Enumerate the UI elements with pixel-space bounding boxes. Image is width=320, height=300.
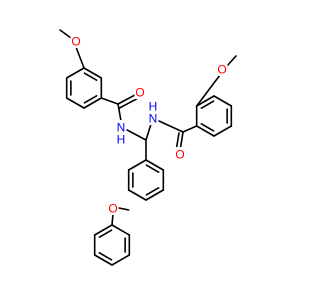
bond-left-c-o-inner xyxy=(118,98,138,109)
ring-left-bond-5 xyxy=(65,67,85,79)
bond-right-c-o xyxy=(179,131,184,149)
n-left-label: N xyxy=(117,120,126,134)
o-methoxy-left-label-bg xyxy=(70,34,82,48)
h-right-label-bg xyxy=(147,99,159,113)
o-carbonyl-left-label-bg xyxy=(134,85,146,99)
bond-right-carbonyl-ring xyxy=(182,125,198,133)
bond-right-ring-o xyxy=(195,74,221,107)
ring-right-bond-5-inner xyxy=(200,100,215,109)
ring-right-bond-0 xyxy=(213,95,233,107)
bond-ch-nright xyxy=(145,123,152,141)
bond-layer xyxy=(59,29,237,266)
bond-middle-ring-o xyxy=(118,207,130,211)
ring-left-bond-3 xyxy=(65,97,85,109)
bond-left-c-o xyxy=(117,94,136,105)
ring-middle-bond-0-inner xyxy=(145,164,160,173)
o-methoxy-right-label-bg xyxy=(216,62,228,76)
bond-left-o-methyl xyxy=(59,29,72,39)
ring-bottom-bond-3 xyxy=(93,254,113,266)
o-ether-label: O xyxy=(108,201,117,215)
h-left-label-bg xyxy=(115,132,127,146)
n-right-label-bg xyxy=(147,111,159,125)
bond-nleft-ch xyxy=(126,129,147,141)
bond-o-ring-bottom xyxy=(111,213,114,226)
ring-bottom-bond-5-inner xyxy=(98,229,113,238)
ring-middle-bond-0 xyxy=(145,159,165,171)
ring-right-bond-3-inner xyxy=(200,123,215,132)
bond-left-ring-carbonyl xyxy=(100,97,119,105)
h-left-label: H xyxy=(117,132,126,146)
ring-bottom-bond-2 xyxy=(111,254,131,266)
n-right-label: N xyxy=(149,111,158,125)
ring-left-bond-0-inner xyxy=(83,72,98,81)
ring-left-bond-0 xyxy=(83,67,103,79)
o-carbonyl-right-label: O xyxy=(175,147,184,161)
o-methoxy-left-label: O xyxy=(71,34,80,48)
o-carbonyl-right-label-bg xyxy=(174,147,186,161)
ring-bottom-bond-3-inner xyxy=(98,252,113,261)
ring-middle-bond-2-inner xyxy=(145,187,160,196)
ring-left-bond-2-inner xyxy=(83,95,98,104)
h-right-label: H xyxy=(149,99,158,113)
o-ether-label-bg xyxy=(107,201,119,215)
o-carbonyl-left-label: O xyxy=(135,85,144,99)
ring-left-bond-2 xyxy=(83,97,103,109)
ring-bottom-bond-0 xyxy=(111,224,131,236)
bond-right-o-methyl xyxy=(226,55,237,67)
bond-left-c-n xyxy=(117,103,122,122)
bond-nright-carbonyl xyxy=(158,120,184,133)
n-left-label-bg xyxy=(115,120,127,134)
ring-right-bond-5 xyxy=(195,95,215,107)
bond-left-ring-o xyxy=(75,46,85,69)
ring-bottom-bond-5 xyxy=(93,224,113,236)
ring-right-bond-3 xyxy=(195,125,215,137)
ring-middle-bond-5 xyxy=(127,159,147,171)
o-methoxy-right-label: O xyxy=(217,62,226,76)
bond-right-c-o-inner xyxy=(175,132,180,149)
ring-right-bond-2 xyxy=(213,125,233,137)
ring-middle-bond-2 xyxy=(145,189,165,201)
ring-middle-bond-3 xyxy=(127,189,147,201)
